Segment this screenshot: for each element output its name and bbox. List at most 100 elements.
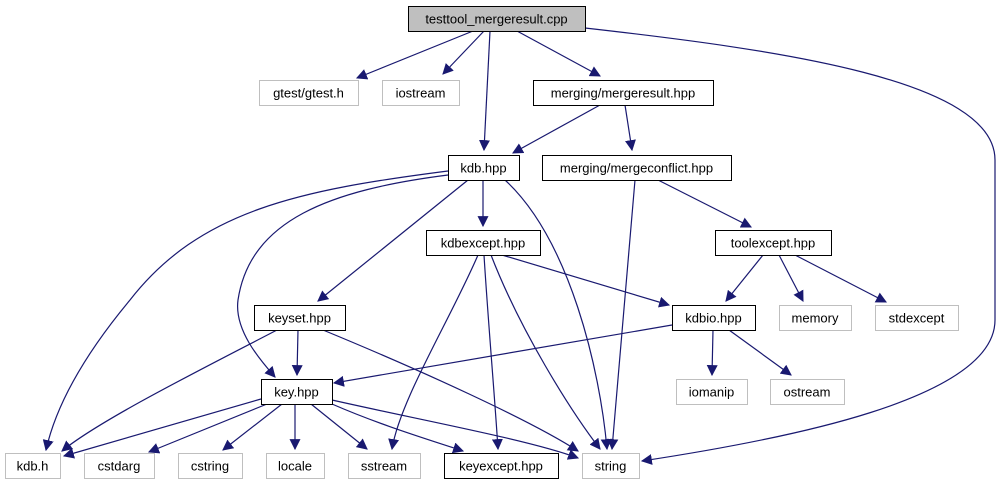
node-label: locale [278, 459, 312, 474]
node-mergeconflict[interactable]: merging/mergeconflict.hpp [542, 155, 732, 181]
edge-kdbio-to-iomanip [706, 329, 718, 377]
edge-root-to-kdbhpp [479, 30, 491, 152]
edge-key-to-string [331, 399, 580, 460]
node-box [178, 453, 243, 479]
node-box [84, 453, 155, 479]
edge-toolexcept-to-kdbio [725, 254, 764, 302]
node-box [266, 453, 325, 479]
node-label: merging/mergeconflict.hpp [560, 161, 713, 176]
edge-mergeconflict-to-string [607, 179, 636, 451]
node-box [444, 453, 559, 479]
node-stdexcept: stdexcept [875, 305, 959, 331]
node-label: merging/mergeresult.hpp [551, 86, 696, 101]
edge-root-to-gtest [355, 30, 474, 80]
node-label: stdexcept [889, 311, 945, 326]
node-keyset[interactable]: keyset.hpp [254, 305, 346, 331]
node-label: keyexcept.hpp [459, 459, 543, 474]
node-label: sstream [361, 459, 407, 474]
node-box [542, 155, 732, 181]
node-cstdarg: cstdarg [84, 453, 155, 479]
node-sstream: sstream [348, 453, 421, 479]
edge-root-to-mergeresult [516, 30, 601, 77]
edge-mergeresult-to-mergeconflict [624, 104, 636, 152]
node-iomanip: iomanip [676, 379, 748, 405]
node-kdbh: kdb.h [5, 453, 61, 479]
edge-kdbexcept-to-kdbio [501, 254, 671, 308]
edge-kdbhpp-to-keyset [317, 179, 469, 302]
node-label: iostream [396, 86, 446, 101]
node-toolexcept[interactable]: toolexcept.hpp [715, 230, 832, 256]
edge-key-to-sstream [310, 403, 368, 450]
edge-toolexcept-to-stdexcept [794, 254, 887, 303]
node-kdbexcept[interactable]: kdbexcept.hpp [426, 230, 541, 256]
edge-kdbhpp-to-kdbh [42, 170, 449, 452]
edge-root-to-iostream [442, 30, 485, 75]
node-string: string [582, 453, 640, 479]
edge-mergeconflict-to-toolexcept [657, 179, 752, 228]
node-label: kdbio.hpp [685, 311, 741, 326]
node-ostream: ostream [770, 379, 845, 405]
node-box [448, 155, 520, 181]
node-keyexcept[interactable]: keyexcept.hpp [444, 453, 559, 479]
edge-keyset-to-kdbh [61, 329, 278, 452]
node-box [259, 80, 359, 106]
node-label: iomanip [689, 385, 735, 400]
node-box [582, 453, 640, 479]
node-label: kdb.h [17, 459, 49, 474]
node-label: memory [792, 311, 839, 326]
node-box [770, 379, 845, 405]
edge-keyset-to-string [322, 329, 579, 452]
node-box [533, 80, 714, 106]
node-kdbio[interactable]: kdbio.hpp [672, 305, 756, 331]
node-root[interactable]: testtool_mergeresult.cpp [408, 6, 586, 32]
node-box [779, 305, 852, 331]
node-box [426, 230, 541, 256]
node-kdbhpp[interactable]: kdb.hpp [448, 155, 520, 181]
edges-layer [42, 27, 996, 465]
node-label: kdb.hpp [460, 161, 506, 176]
node-label: toolexcept.hpp [731, 236, 816, 251]
node-mergeresult[interactable]: merging/mergeresult.hpp [533, 80, 714, 106]
node-locale: locale [266, 453, 325, 479]
node-key[interactable]: key.hpp [261, 379, 333, 405]
node-box [254, 305, 346, 331]
edge-kdbhpp-to-key [237, 174, 449, 378]
node-box [408, 6, 586, 32]
node-label: cstring [191, 459, 229, 474]
node-label: string [595, 459, 627, 474]
edge-keyset-to-key [291, 329, 303, 377]
node-box [875, 305, 959, 331]
edge-kdbio-to-ostream [728, 329, 792, 376]
node-box [382, 80, 460, 106]
node-box [261, 379, 333, 405]
node-box [5, 453, 61, 479]
node-cstring: cstring [178, 453, 243, 479]
edge-key-to-cstring [222, 403, 283, 451]
node-box [715, 230, 832, 256]
edge-kdbexcept-to-string [490, 254, 601, 450]
edge-key-to-cstdarg [147, 403, 268, 454]
node-iostream: iostream [382, 80, 460, 106]
node-label: keyset.hpp [268, 311, 331, 326]
edge-kdbio-to-key [332, 324, 673, 387]
node-label: cstdarg [98, 459, 141, 474]
node-label: kdbexcept.hpp [441, 236, 526, 251]
node-box [676, 379, 748, 405]
node-box [672, 305, 756, 331]
node-gtest: gtest/gtest.h [259, 80, 359, 106]
edge-toolexcept-to-memory [778, 254, 804, 302]
node-box [348, 453, 421, 479]
nodes-layer: testtool_mergeresult.cpp gtest/gtest.h ios… [5, 6, 959, 479]
node-label: key.hpp [274, 385, 319, 400]
edge-kdbexcept-to-keyexcept [483, 254, 503, 451]
edge-kdbexcept-to-sstream [388, 254, 479, 451]
node-memory: memory [779, 305, 852, 331]
node-label: testtool_mergeresult.cpp [425, 12, 567, 27]
edge-kdbhpp-to-string [504, 179, 612, 451]
node-label: ostream [784, 385, 831, 400]
edge-key-to-keyexcept [331, 403, 465, 454]
edge-root-to-string [584, 27, 996, 465]
edge-key-to-kdbh [62, 398, 262, 459]
node-label: gtest/gtest.h [273, 86, 344, 101]
